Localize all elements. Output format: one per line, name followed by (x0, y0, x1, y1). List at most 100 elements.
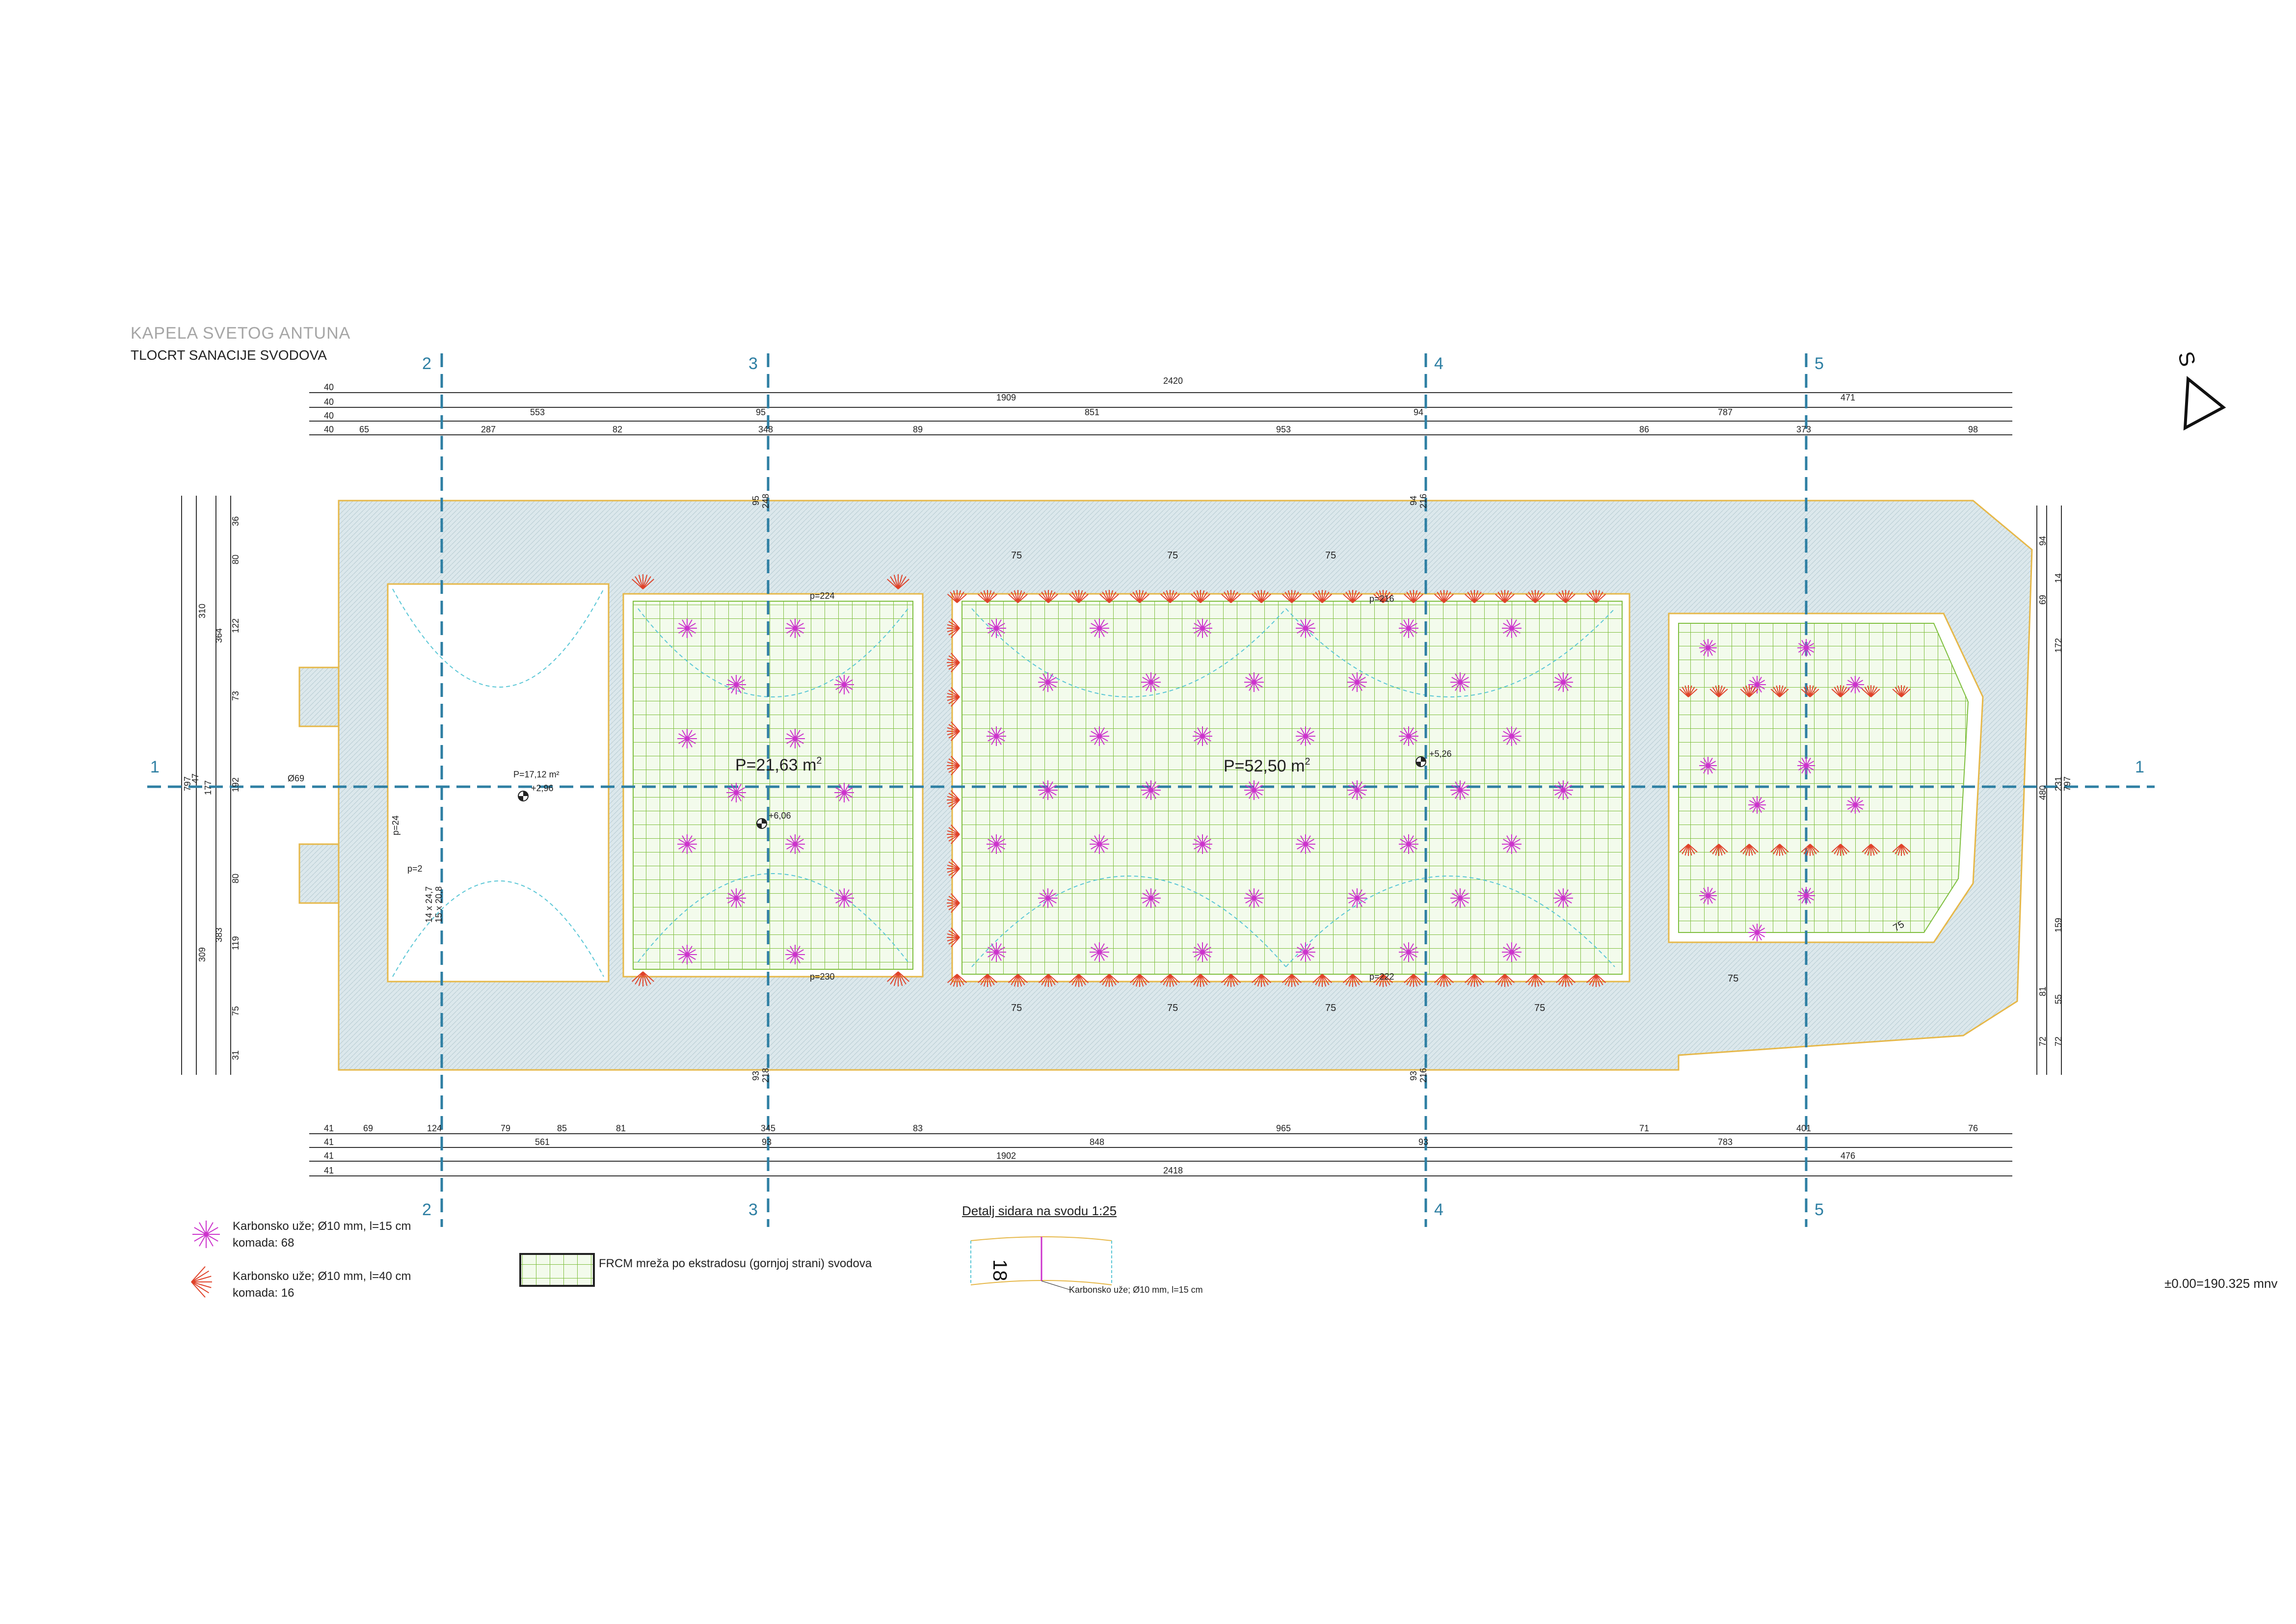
anchor-long-side-48 (947, 755, 960, 776)
anchor-short-west-13 (785, 945, 805, 964)
anchor-short-main-38 (1193, 942, 1212, 962)
anchor-long-top-13 (1342, 590, 1363, 603)
dim-left-small-0: 797 (183, 776, 192, 791)
room-area-vestibule: P=17,12 m² (513, 770, 560, 779)
anchor-short-main-33 (1347, 888, 1367, 908)
anchor-short-main-5 (1502, 618, 1522, 638)
anchor-long-side-47 (947, 721, 960, 742)
anchor-short-main-7 (1141, 672, 1161, 692)
dim-bot-r1-9: 71 (1639, 1123, 1649, 1133)
span-label-3: p=222 (1369, 972, 1394, 982)
anchor-short-main-17 (1502, 726, 1522, 746)
spacing-label-6: 75 (1534, 1003, 1545, 1013)
dim-left-outer-1: 364 (214, 628, 224, 643)
dim-bot-r1-10: 401 (1796, 1123, 1811, 1133)
dim-top-r4-4: 348 (758, 425, 773, 434)
anchor-short-main-36 (987, 942, 1006, 962)
vault-lines (392, 588, 1615, 977)
dim-right-0: 94 (2038, 536, 2048, 546)
anchor-short-main-9 (1347, 672, 1367, 692)
anchor-short-west-0 (677, 618, 697, 638)
anchor-long-top-18 (1495, 590, 1515, 603)
dim-bot-r1-1: 69 (363, 1123, 373, 1133)
dim-left-inner-8: 31 (231, 1050, 240, 1060)
anchor-short-west-6 (726, 783, 746, 802)
anchor-short-main-40 (1399, 942, 1418, 962)
legend-anchor-long-line1: Karbonsko uže; Ø10 mm, l=40 cm (233, 1270, 411, 1283)
anchor-long-side-45 (947, 652, 960, 673)
dim-left-inner-1: 80 (231, 555, 240, 564)
dim-left-outer-3: 383 (214, 928, 224, 942)
anchor-long-bottom-27 (1099, 974, 1120, 987)
legend-anchor-short-line1: Karbonsko uže; Ø10 mm, l=15 cm (233, 1220, 411, 1233)
anchor-short-main-3 (1296, 618, 1315, 638)
anchor-long-bottom-24 (1008, 974, 1028, 987)
dimension-text-left: 310 364 309 383 36 80 122 73 192 80 119 … (183, 516, 240, 1060)
anchor-long-bottom-28 (1129, 974, 1150, 987)
dim-bot-r1-4: 85 (557, 1123, 567, 1133)
legend-anchor-long-icon (191, 1266, 212, 1298)
dim-bot-r2-1: 561 (535, 1137, 550, 1147)
section-label-left: 1 (150, 758, 160, 776)
dimension-lines-bottom (309, 1133, 2012, 1176)
anchor-short-apse-9 (1797, 887, 1815, 905)
span-label-4: p=24 (391, 815, 400, 835)
legend-mesh-swatch (519, 1253, 595, 1287)
legend-anchor-short-line2: komada: 68 (233, 1236, 294, 1250)
anchor-long-apse-bot-57 (1709, 844, 1728, 856)
anchor-short-main-34 (1450, 888, 1470, 908)
dim-bot-r1-5: 81 (616, 1123, 626, 1133)
dim-left-inner-6: 119 (231, 936, 240, 950)
dim-top-r3-5: 787 (1718, 407, 1733, 417)
span-label-0: p=224 (810, 591, 835, 601)
anchor-long-bottom-29 (1160, 974, 1180, 987)
opening-label-2: 94 (1409, 496, 1418, 506)
spacing-label-1: 75 (1167, 550, 1178, 561)
dim-right-2: 69 (2038, 595, 2048, 605)
dim-top-r3-3: 851 (1085, 407, 1099, 417)
anchor-long-bottom-40 (1495, 974, 1515, 987)
dim-top-r2-1: 1909 (996, 393, 1016, 402)
anchor-short-west-4 (677, 729, 697, 748)
legend-mesh-label: FRCM mreža po ekstradosu (gornjoj strani… (599, 1257, 872, 1270)
anchor-short-main-11 (1553, 672, 1573, 692)
room-area-nave-west: P=21,63 m2 (735, 755, 822, 774)
dim-left-inner-5: 80 (231, 874, 240, 883)
anchor-long-top-3 (1038, 590, 1059, 603)
dimension-text-right: 94 14 69 172 231 480 159 81 55 72 72 797 (2038, 536, 2072, 1046)
anchor-short-main-16 (1399, 726, 1418, 746)
legend-anchor-long: Karbonsko uže; Ø10 mm, l=40 cm komada: 1… (233, 1268, 411, 1302)
dim-top-r2-0: 40 (324, 397, 334, 407)
axis-label-3-top: 3 (748, 354, 758, 373)
anchor-short-west-3 (834, 675, 854, 694)
legend-anchor-short: Karbonsko uže; Ø10 mm, l=15 cm komada: 6… (233, 1218, 411, 1251)
anchor-long-apse-bot-61 (1770, 844, 1789, 856)
dim-right-small-0: 797 (2062, 776, 2072, 791)
anchor-short-west-11 (834, 888, 854, 908)
anchor-long-apse-bot-65 (1831, 844, 1850, 856)
anchor-long-bottom-42 (1555, 974, 1576, 987)
dim-top-r4-5: 89 (913, 425, 923, 434)
dim-top-r4-3: 82 (613, 425, 622, 434)
anchor-long-apse-top-60 (1770, 685, 1789, 697)
anchor-long-top-19 (1525, 590, 1546, 603)
legend-anchor-short-icon (192, 1221, 220, 1248)
dim-bot-r3-0: 41 (324, 1151, 334, 1161)
anchor-long-side-49 (947, 790, 960, 810)
anchor-long-bottom-25 (1038, 974, 1059, 987)
anchor-long-apse-bot-55 (1679, 844, 1698, 856)
anchor-long-corner-1 (886, 574, 910, 589)
level-nave-west: +6,06 (769, 811, 791, 821)
anchor-short-main-19 (1141, 780, 1161, 800)
anchor-long-top-6 (1129, 590, 1150, 603)
dim-top-r3-2: 95 (756, 407, 766, 417)
dim-top-r4-2: 287 (481, 425, 496, 434)
opening-label-5: 218 (761, 1068, 771, 1083)
level-markers (518, 756, 1426, 829)
anchor-short-apse-8 (1699, 887, 1717, 905)
spacing-label-0: 75 (1011, 550, 1022, 561)
anchor-short-main-27 (1296, 834, 1315, 854)
anchor-short-main-24 (987, 834, 1006, 854)
dim-top-r4-1: 65 (359, 425, 369, 434)
axis-labels: 2 3 4 5 2 3 4 5 1 1 (150, 354, 2144, 1219)
